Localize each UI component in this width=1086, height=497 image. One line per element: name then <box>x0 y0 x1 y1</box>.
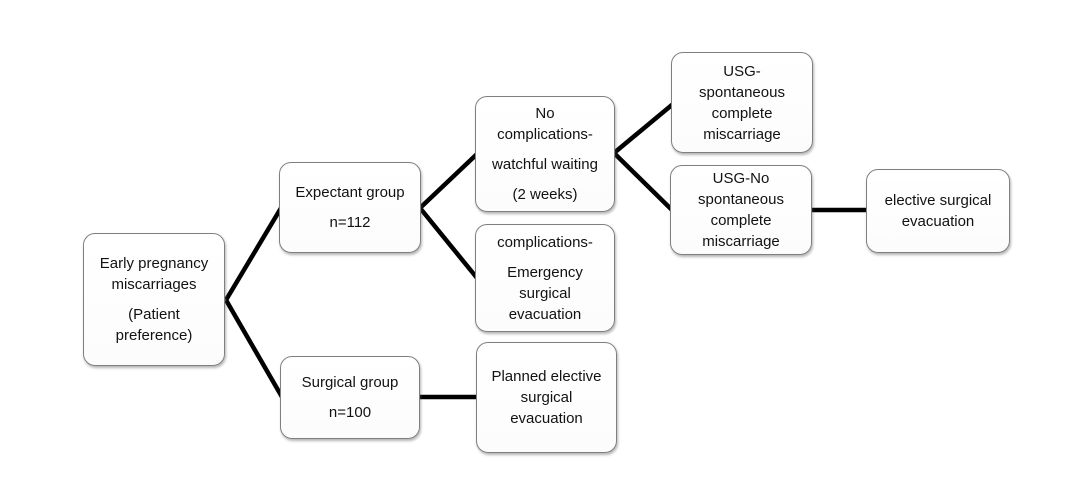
node-planned-elective-surgical-evacuation: Planned elective surgical evacuation <box>476 342 617 453</box>
node-paragraph: (Patient preference) <box>116 304 193 346</box>
node-paragraph: Expectant group <box>295 182 404 203</box>
node-usg-spontaneous-complete-miscarriage: USG- spontaneous complete miscarriage <box>671 52 813 153</box>
edge-no-complications-to-usg-no-spontaneous <box>612 151 674 212</box>
node-paragraph: USG- spontaneous complete miscarriage <box>699 61 785 145</box>
node-paragraph: n=112 <box>329 212 370 233</box>
node-text-line: miscarriage <box>703 125 781 143</box>
node-text-line: elective surgical <box>884 192 992 209</box>
node-early-pregnancy: Early pregnancy miscarriages (Patient pr… <box>83 233 225 366</box>
node-paragraph: No complications- <box>497 103 593 145</box>
node-text-line: USG-No <box>712 170 770 187</box>
node-text-line: (Patient <box>128 306 180 323</box>
node-text-line: Surgical group <box>301 374 399 391</box>
node-text-line: Expectant group <box>295 184 405 201</box>
node-expectant-group: Expectant group n=112 <box>279 162 421 253</box>
node-text-line: miscarriage <box>702 233 780 250</box>
node-text-line: complete <box>711 104 773 122</box>
node-text-line: preference) <box>115 327 193 344</box>
node-paragraph: Early pregnancy miscarriages <box>100 253 208 295</box>
node-text-line: (2 weeks) <box>512 186 578 203</box>
node-text-line: n=112 <box>329 214 371 231</box>
node-surgical-group: Surgical group n=100 <box>280 356 420 439</box>
node-paragraph: watchful waiting <box>492 154 598 175</box>
node-text-line: surgical <box>519 284 571 302</box>
node-text-line: Emergency <box>507 263 583 281</box>
edge-no-complications-to-usg-spontaneous <box>612 102 675 155</box>
node-paragraph: Emergency surgical evacuation <box>507 262 583 325</box>
node-paragraph: Planned elective surgical evacuation <box>491 366 601 429</box>
edge-early-pregnancy-to-surgical-group <box>224 298 284 399</box>
node-paragraph: USG-No spontaneous complete miscarriage <box>698 168 784 252</box>
node-text-line: Early pregnancy <box>99 255 209 272</box>
node-text-line: surgical <box>520 389 573 406</box>
node-text-line: USG- <box>723 62 761 80</box>
node-paragraph: (2 weeks) <box>512 184 577 205</box>
edge-early-pregnancy-to-expectant-group <box>224 206 283 302</box>
node-text-line: spontaneous <box>699 83 785 101</box>
node-text-line: No <box>535 105 555 122</box>
node-text-line: n=100 <box>328 404 372 421</box>
node-complications-emergency-surgical-evacuation: complications- Emergency surgical evacua… <box>475 224 615 332</box>
node-elective-surgical-evacuation: elective surgical evacuation <box>866 169 1010 253</box>
node-paragraph: Surgical group <box>302 372 399 393</box>
node-text-line: complications- <box>497 126 593 143</box>
edge-expectant-group-to-complications <box>418 206 479 280</box>
node-paragraph: complications- <box>497 232 593 253</box>
node-paragraph: elective surgical evacuation <box>885 190 992 232</box>
node-text-line: evacuation <box>510 410 583 427</box>
node-text-line: miscarriages <box>111 276 197 293</box>
edge-expectant-group-to-no-complications <box>418 152 479 210</box>
node-no-complications-watchful-waiting: No complications- watchful waiting (2 we… <box>475 96 615 212</box>
node-usg-no-spontaneous-complete-miscarriage: USG-No spontaneous complete miscarriage <box>670 165 812 255</box>
node-text-line: spontaneous <box>698 191 784 208</box>
node-text-line: complications- <box>497 233 593 251</box>
node-text-line: watchful waiting <box>492 156 598 173</box>
node-text-line: evacuation <box>901 213 975 230</box>
node-paragraph: n=100 <box>329 402 371 423</box>
node-text-line: Planned elective <box>491 368 602 385</box>
node-text-line: evacuation <box>508 305 582 323</box>
node-text-line: complete <box>710 212 772 229</box>
